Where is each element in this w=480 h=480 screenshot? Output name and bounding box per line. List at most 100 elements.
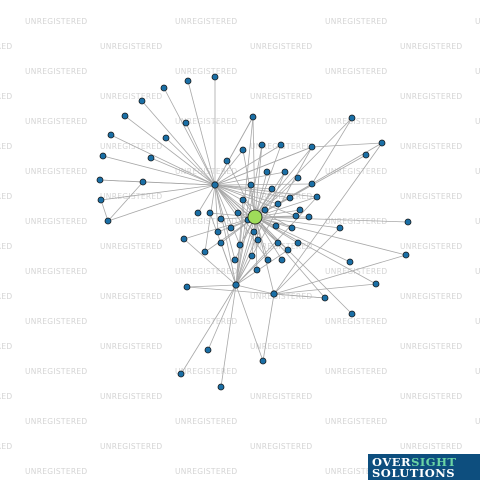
graph-node[interactable] xyxy=(217,215,225,223)
graph-node[interactable] xyxy=(313,193,321,201)
graph-node[interactable] xyxy=(184,77,192,85)
graph-node[interactable] xyxy=(217,383,225,391)
graph-node[interactable] xyxy=(346,258,354,266)
graph-node-hub[interactable] xyxy=(232,281,240,289)
watermark-label: UNREGISTERED xyxy=(175,267,237,276)
graph-edge xyxy=(235,171,286,286)
watermark-label: UNREGISTERED xyxy=(100,392,162,401)
graph-node[interactable] xyxy=(294,174,302,182)
graph-node-hub[interactable] xyxy=(270,290,278,298)
graph-node[interactable] xyxy=(138,97,146,105)
graph-edge xyxy=(254,144,282,218)
graph-node[interactable] xyxy=(308,180,316,188)
graph-node[interactable] xyxy=(249,113,257,121)
graph-node[interactable] xyxy=(206,209,214,217)
graph-edge xyxy=(273,227,341,295)
graph-node[interactable] xyxy=(292,212,300,220)
graph-node[interactable] xyxy=(348,310,356,318)
graph-node[interactable] xyxy=(107,131,115,139)
graph-node[interactable] xyxy=(253,266,261,274)
graph-node[interactable] xyxy=(336,224,344,232)
watermark-label: UNREGISTERED xyxy=(0,192,12,201)
watermark-label: UNREGISTERED xyxy=(250,342,312,351)
watermark-label: UNREGISTERED xyxy=(175,167,237,176)
graph-node[interactable] xyxy=(281,168,289,176)
graph-node[interactable] xyxy=(254,236,262,244)
graph-node[interactable] xyxy=(182,119,190,127)
graph-edge xyxy=(214,184,256,218)
graph-node[interactable] xyxy=(139,178,147,186)
graph-node[interactable] xyxy=(284,246,292,254)
graph-node[interactable] xyxy=(378,139,386,147)
graph-node[interactable] xyxy=(261,206,269,214)
graph-node[interactable] xyxy=(162,134,170,142)
edge-layer xyxy=(99,77,409,388)
graph-node[interactable] xyxy=(177,370,185,378)
graph-node[interactable] xyxy=(247,181,255,189)
graph-node[interactable] xyxy=(404,218,412,226)
graph-node-hub[interactable] xyxy=(211,181,219,189)
watermark-label: UNREGISTERED xyxy=(175,367,237,376)
graph-node[interactable] xyxy=(97,196,105,204)
graph-node[interactable] xyxy=(321,294,329,302)
graph-edge xyxy=(254,146,313,218)
graph-node[interactable] xyxy=(258,141,266,149)
graph-node[interactable] xyxy=(217,239,225,247)
graph-node[interactable] xyxy=(362,151,370,159)
graph-node[interactable] xyxy=(121,112,129,120)
graph-node[interactable] xyxy=(239,146,247,154)
graph-node[interactable] xyxy=(263,168,271,176)
graph-edge xyxy=(214,184,236,261)
graph-node[interactable] xyxy=(305,213,313,221)
graph-node[interactable] xyxy=(308,143,316,151)
graph-node-focus[interactable] xyxy=(247,209,263,225)
graph-node[interactable] xyxy=(147,154,155,162)
graph-node[interactable] xyxy=(231,256,239,264)
graph-node[interactable] xyxy=(214,228,222,236)
graph-node[interactable] xyxy=(211,73,219,81)
graph-node[interactable] xyxy=(288,224,296,232)
graph-node[interactable] xyxy=(239,196,247,204)
watermark-label: UNREGISTERED xyxy=(325,217,387,226)
graph-node[interactable] xyxy=(277,141,285,149)
graph-node[interactable] xyxy=(194,209,202,217)
graph-node[interactable] xyxy=(296,206,304,214)
graph-node[interactable] xyxy=(372,280,380,288)
graph-node[interactable] xyxy=(286,194,294,202)
graph-node[interactable] xyxy=(223,157,231,165)
graph-node[interactable] xyxy=(274,239,282,247)
graph-node[interactable] xyxy=(278,256,286,264)
graph-node[interactable] xyxy=(272,222,280,230)
graph-node[interactable] xyxy=(234,209,242,217)
graph-edge xyxy=(254,171,268,218)
graph-node[interactable] xyxy=(348,114,356,122)
graph-node[interactable] xyxy=(227,224,235,232)
graph-node[interactable] xyxy=(264,256,272,264)
graph-node[interactable] xyxy=(104,217,112,225)
graph-edge xyxy=(235,284,275,295)
watermark-label: UNREGISTERED xyxy=(325,317,387,326)
graph-node[interactable] xyxy=(274,200,282,208)
oversight-solutions-logo: OVERSIGHT SOLUTIONS xyxy=(368,454,480,480)
watermark-label: UNREGISTERED xyxy=(400,92,462,101)
graph-edge xyxy=(197,184,216,214)
graph-node[interactable] xyxy=(99,152,107,160)
graph-node[interactable] xyxy=(183,283,191,291)
graph-node[interactable] xyxy=(96,176,104,184)
graph-node[interactable] xyxy=(201,248,209,256)
graph-node[interactable] xyxy=(294,239,302,247)
graph-node[interactable] xyxy=(248,252,256,260)
graph-node[interactable] xyxy=(402,251,410,259)
graph-node[interactable] xyxy=(250,228,258,236)
watermark-label: UNREGISTERED xyxy=(0,42,12,51)
graph-node[interactable] xyxy=(160,84,168,92)
graph-node[interactable] xyxy=(180,235,188,243)
watermark-label: UNREGISTERED xyxy=(25,267,87,276)
watermark-label: UNREGISTERED xyxy=(25,117,87,126)
graph-node[interactable] xyxy=(236,241,244,249)
graph-edge xyxy=(110,134,216,186)
graph-node[interactable] xyxy=(204,346,212,354)
graph-node[interactable] xyxy=(268,185,276,193)
graph-node[interactable] xyxy=(259,357,267,365)
